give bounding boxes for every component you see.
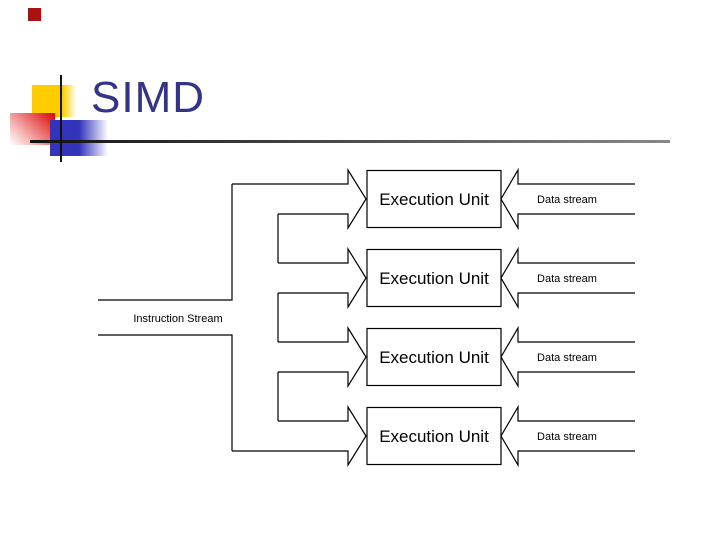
data-stream-label: Data stream [537, 194, 597, 206]
title-decoration-yellow-square [32, 85, 76, 117]
title-decoration-red-square [10, 113, 55, 145]
instruction-arrow-icon [232, 167, 367, 231]
instruction-stream-bottom-rail [98, 334, 233, 451]
data-stream-arrow-icon [500, 404, 635, 468]
data-stream-label: Data stream [537, 273, 597, 285]
execution-unit-label: Execution Unit [379, 427, 489, 446]
execution-unit-label: Execution Unit [379, 190, 489, 209]
instruction-arrow-icon [278, 325, 367, 389]
execution-unit-box [366, 327, 502, 387]
execution-unit-3: Execution Unit Data stream [278, 325, 635, 389]
data-stream-arrow-icon [500, 325, 635, 389]
title-decoration-vertical-line [60, 75, 62, 162]
execution-unit-label: Execution Unit [379, 348, 489, 367]
data-stream-label: Data stream [537, 352, 597, 364]
instruction-stream-top-rail [98, 184, 233, 301]
title-decoration-blue-square [50, 120, 108, 156]
execution-unit-2: Execution Unit Data stream [278, 246, 635, 310]
instruction-arrow-icon [278, 246, 367, 310]
corner-bullet-icon [28, 8, 41, 21]
page-title: SIMD [91, 73, 205, 122]
data-stream-arrow-icon [500, 246, 635, 310]
data-stream-label: Data stream [537, 431, 597, 443]
execution-unit-box [366, 248, 502, 308]
execution-unit-box [366, 406, 502, 466]
execution-unit-label: Execution Unit [379, 269, 489, 288]
title-underline [30, 140, 670, 143]
instruction-stream-label: Instruction Stream [133, 313, 222, 325]
data-stream-arrow-icon [500, 167, 635, 231]
instruction-arrow-icon [232, 404, 367, 468]
execution-unit-box [366, 169, 502, 229]
execution-unit-1: Execution Unit Data stream [232, 167, 635, 231]
execution-unit-4: Execution Unit Data stream [232, 404, 635, 468]
